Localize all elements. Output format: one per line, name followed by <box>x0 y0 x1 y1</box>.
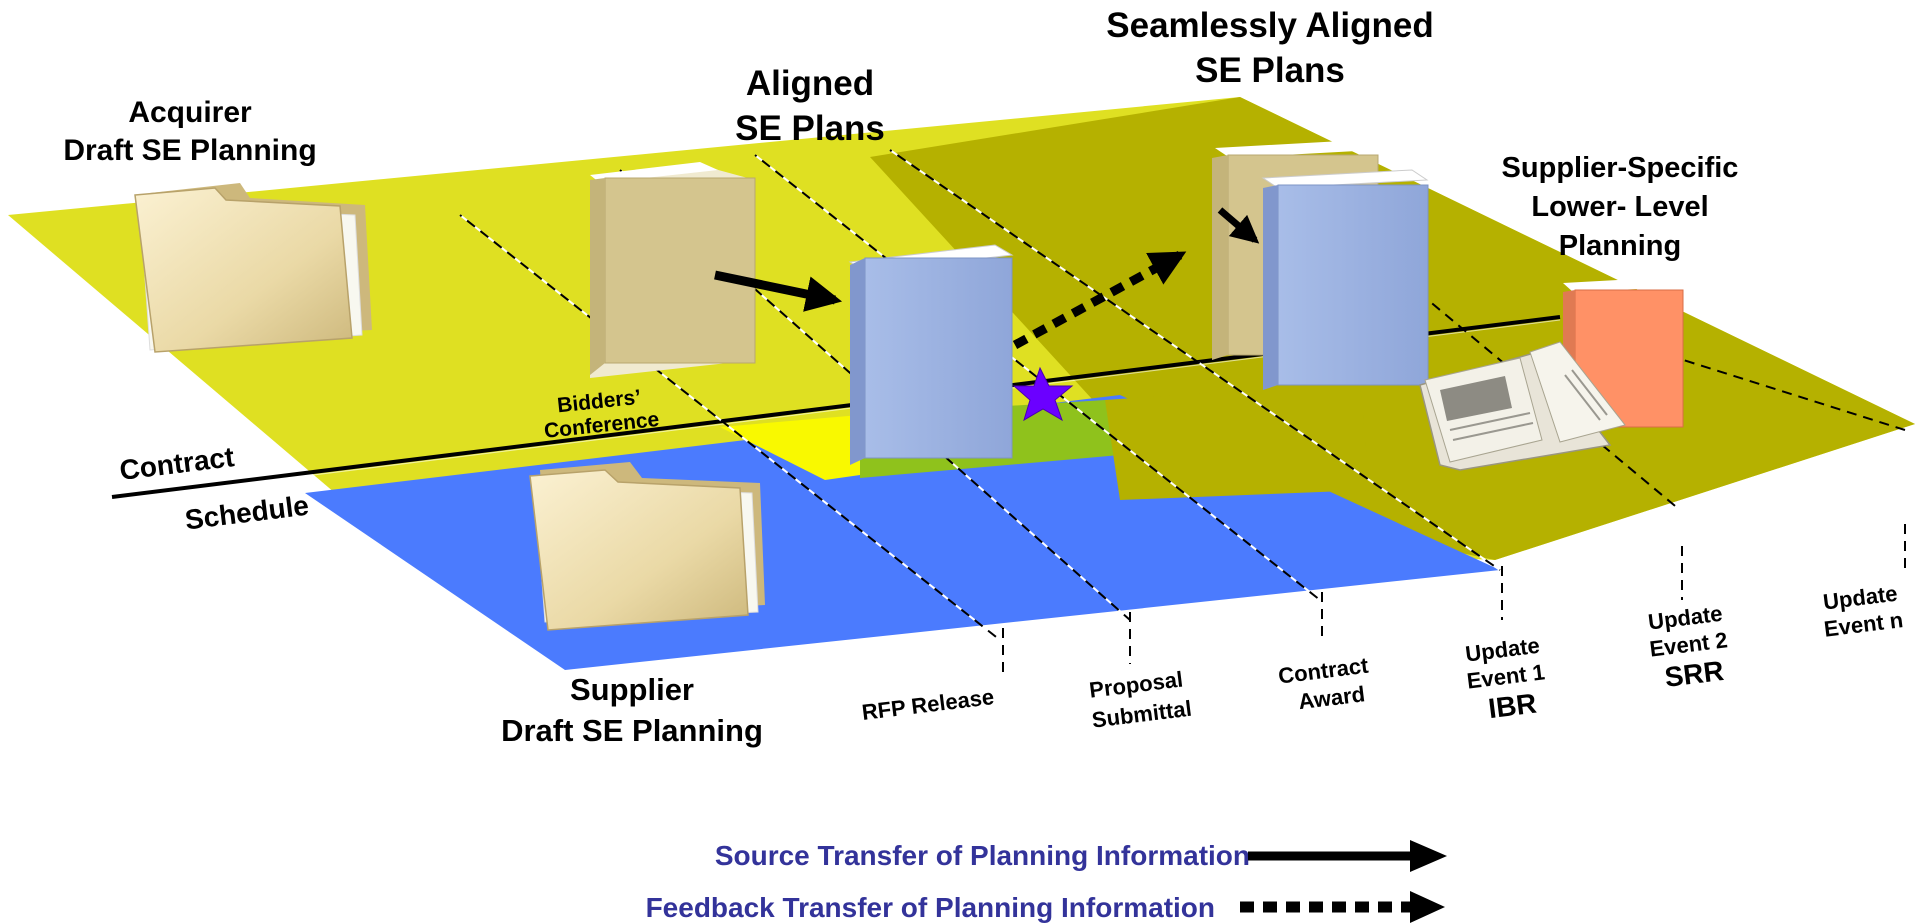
svg-text:Seamlessly Aligned: Seamlessly Aligned <box>1106 6 1433 45</box>
schedule-label: Schedule <box>183 490 310 536</box>
star-icon <box>1012 366 1074 422</box>
milestone-proposal-submittal: Proposal Submittal <box>1088 666 1193 733</box>
book-icon <box>1261 169 1429 390</box>
svg-text:IBR: IBR <box>1487 688 1539 725</box>
arrow-icon <box>714 270 843 312</box>
svg-text:Planning: Planning <box>1559 230 1681 262</box>
contract-label: Contract <box>118 441 236 486</box>
legend-feedback-label: Feedback Transfer of Planning Informatio… <box>646 892 1215 923</box>
folder-icon <box>134 183 372 353</box>
milestone-update-event-n: Update Event n <box>1822 581 1905 642</box>
book-icon <box>848 244 1014 465</box>
milestone-update-event-1: Update Event 1 IBR <box>1464 633 1546 725</box>
open-book-icon <box>1419 341 1626 471</box>
svg-text:Draft SE Planning: Draft SE Planning <box>501 713 763 748</box>
book-icon <box>590 162 756 378</box>
svg-text:Draft SE Planning: Draft SE Planning <box>63 134 316 167</box>
supplier-label: Supplier Draft SE Planning <box>501 672 763 748</box>
overlap-olive <box>1105 382 1370 500</box>
svg-text:Aligned: Aligned <box>746 64 874 103</box>
svg-text:Lower- Level: Lower- Level <box>1531 191 1708 223</box>
aligned-label: Aligned SE Plans <box>735 64 885 148</box>
acquirer-label: Acquirer Draft SE Planning <box>63 96 316 167</box>
overlap-yellow <box>720 415 860 480</box>
svg-text:SE Plans: SE Plans <box>1195 51 1345 90</box>
svg-text:RFP Release: RFP Release <box>860 684 995 725</box>
svg-text:Supplier-Specific: Supplier-Specific <box>1502 152 1739 184</box>
arrow-icon <box>1248 840 1447 872</box>
legend: Source Transfer of Planning Information … <box>646 840 1447 923</box>
milestone-rfp-release: RFP Release <box>860 684 995 725</box>
milestone-contract-award: Contract Award <box>1277 653 1370 715</box>
seamless-label: Seamlessly Aligned SE Plans <box>1106 6 1433 90</box>
svg-text:SRR: SRR <box>1663 655 1725 693</box>
svg-text:Award: Award <box>1297 681 1366 714</box>
arrow-icon <box>1012 251 1187 349</box>
legend-source-label: Source Transfer of Planning Information <box>715 840 1250 871</box>
svg-text:Supplier: Supplier <box>570 672 694 707</box>
svg-text:Acquirer: Acquirer <box>128 96 252 129</box>
svg-text:Submittal: Submittal <box>1090 696 1193 733</box>
arrow-icon <box>1240 891 1445 923</box>
milestone-update-event-2: Update Event 2 SRR <box>1647 601 1729 693</box>
arrow-icon <box>1217 207 1260 244</box>
folder-icon <box>529 462 765 631</box>
svg-text:SE Plans: SE Plans <box>735 109 885 148</box>
supplier-specific-label: Supplier-Specific Lower- Level Planning <box>1502 152 1739 262</box>
